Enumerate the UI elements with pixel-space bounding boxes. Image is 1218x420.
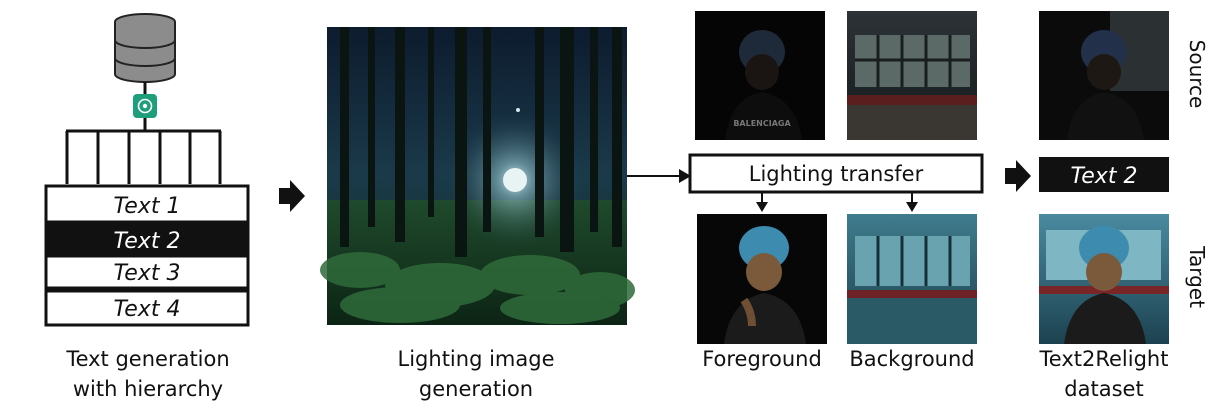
target-row-label: Target (1185, 246, 1209, 308)
stage1-caption-line-1: Text generation (66, 347, 230, 371)
source-background-image (847, 11, 977, 140)
text-list: Text 1 Text 2 Text 3 Text 4 (44, 184, 250, 327)
source-result-image (1039, 11, 1169, 140)
text-list-label-1: Text 1 (114, 194, 181, 219)
stage1-caption-line-2: with hierarchy (72, 377, 224, 401)
hierarchy-tree (65, 129, 222, 184)
dataset-caption-line-1: Text2Relight (1039, 347, 1169, 371)
text-list-label-2: Text 2 (114, 229, 181, 254)
text-list-label-3: Text 3 (114, 261, 181, 286)
ai-model-icon (133, 94, 157, 118)
lighting-transfer-box (688, 153, 984, 194)
target-foreground-image (697, 214, 827, 344)
block-arrow-1 (279, 180, 305, 212)
text-list-item-4 (44, 289, 250, 327)
svg-text:BALENCIAGA: BALENCIAGA (733, 119, 791, 128)
forest-lighting-image (320, 27, 635, 325)
lighting-transfer-label: Lighting transfer (749, 162, 924, 186)
target-background-image (847, 214, 977, 344)
text-chip-label: Text 2 (1071, 164, 1138, 189)
stage2-caption-line-2: generation (418, 377, 534, 401)
stage1-caption: Text generation with hierarchy (38, 344, 258, 404)
source-row-label: Source (1185, 39, 1209, 109)
dataset-caption: Text2Relight dataset (1024, 344, 1184, 404)
target-result-image (1039, 214, 1169, 344)
text-list-item-1 (44, 184, 250, 224)
dataset-caption-line-2: dataset (1064, 377, 1144, 401)
stage2-caption: Lighting image generation (366, 344, 586, 404)
text-list-label-4: Text 4 (114, 297, 181, 322)
stage2-caption-line-1: Lighting image (397, 347, 555, 371)
block-arrow-2 (1005, 160, 1031, 192)
text-list-item-3 (44, 254, 250, 290)
background-caption: Background (849, 347, 975, 371)
text-list-item-2 (44, 220, 250, 258)
text-chip (1039, 157, 1169, 192)
foreground-caption: Foreground (702, 347, 822, 371)
source-foreground-image: BALENCIAGA (695, 11, 825, 140)
database-icon (114, 13, 176, 83)
